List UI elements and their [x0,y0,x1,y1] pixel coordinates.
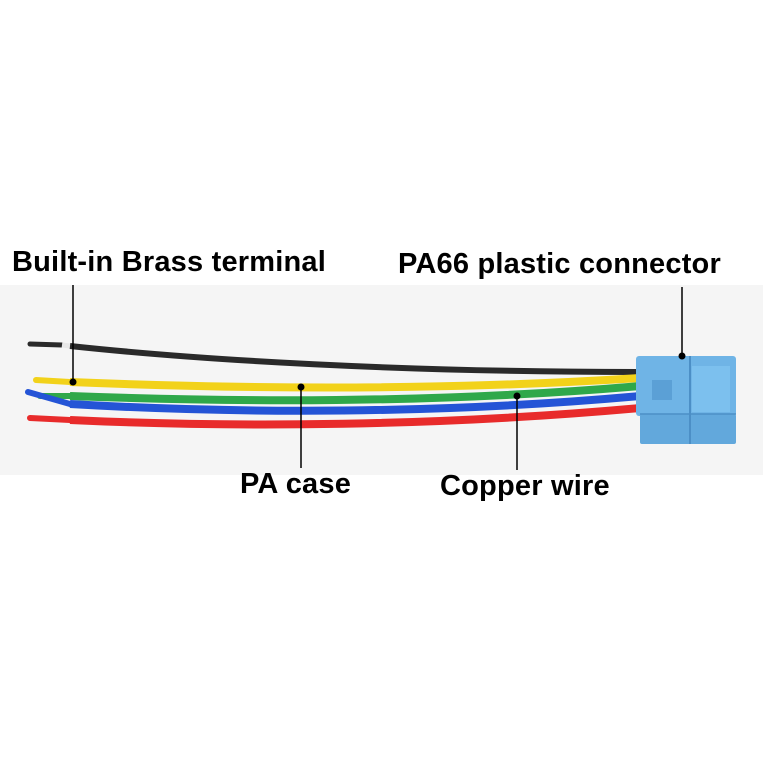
pa-case-label: PA case [240,468,352,500]
pa-case-dot [297,383,305,391]
yellow-wire [69,374,641,392]
blue-wire [69,392,641,415]
callout-dots [69,352,686,400]
black-wire [69,343,641,375]
red-wire [69,404,641,429]
copper-wire-dot [513,392,521,400]
brass-terminal-dot [69,378,77,386]
blue-wire-tip [25,389,73,407]
brass-terminal-label: Built-in Brass terminal [12,246,326,278]
callout-lines [72,285,683,470]
black-wire-tip [27,341,65,348]
yellow-wire-tip [33,377,73,385]
connector-latch [652,380,672,400]
pa66-connector [636,356,736,444]
connector-lower [640,414,736,444]
black-wire-stripped-end [61,342,71,349]
connector-housing [692,366,730,412]
red-wire-tip [27,415,73,423]
pa66-connector-label: PA66 plastic connector [398,248,721,280]
connector-dot [678,352,686,360]
green-wire [69,382,641,405]
wire-bundle [25,341,641,429]
copper-wire-label: Copper wire [440,470,610,502]
